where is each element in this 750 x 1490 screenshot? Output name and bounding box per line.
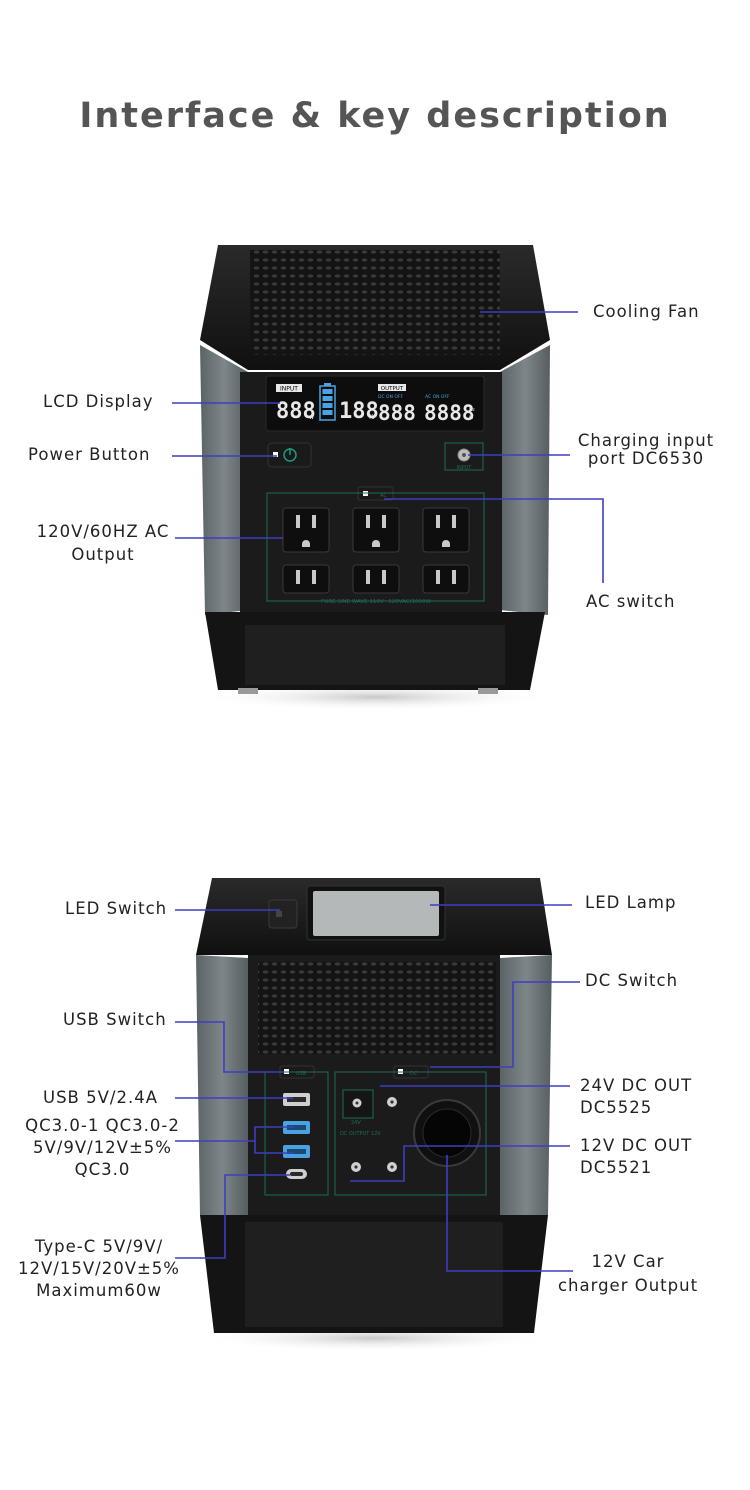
label-type-c-line3: Maximum60w <box>8 1280 190 1302</box>
back-left-side <box>196 955 248 1215</box>
front-foot-left <box>238 688 258 694</box>
dc-output-caption: DC OUTPUT 12V <box>340 1131 381 1137</box>
lcd-ac-digits: 8888 <box>424 401 475 425</box>
ac-outlet-1[interactable] <box>283 508 329 552</box>
led-switch[interactable] <box>269 900 297 928</box>
front-bottom-face <box>245 625 505 685</box>
lcd-input-unit: w <box>309 414 314 421</box>
label-12v-dc-out: 12V DC OUT DC5521 <box>580 1135 692 1179</box>
label-car-charger: 12V Car charger Output <box>550 1250 706 1298</box>
back-unit: USB DC 24V <box>194 878 554 1352</box>
label-usb-5v: USB 5V/2.4A <box>43 1087 158 1109</box>
label-charging-input: Charging input port DC6530 <box>570 430 722 470</box>
ac-outlet-3[interactable] <box>423 508 469 552</box>
lcd-battery-unit: % <box>368 413 375 421</box>
label-dc-switch: DC Switch <box>585 970 678 992</box>
ac-outlet-5[interactable] <box>353 565 399 593</box>
label-ac-output: 120V/60HZ AC Output <box>28 521 178 566</box>
label-usb-switch: USB Switch <box>63 1009 167 1031</box>
label-type-c-line2: 12V/15V/20V±5% <box>8 1258 190 1280</box>
label-car-line2: charger Output <box>550 1274 706 1298</box>
label-lcd-display: LCD Display <box>43 391 153 413</box>
label-power-button: Power Button <box>28 444 150 466</box>
ac-outlet-4[interactable] <box>283 565 329 593</box>
label-12v-line2: DC5521 <box>580 1157 692 1179</box>
label-car-line1: 12V Car <box>550 1250 706 1274</box>
lcd-output-tag: OUTPUT <box>381 386 404 392</box>
label-24v-line1: 24V DC OUT <box>580 1075 692 1097</box>
front-foot-right <box>478 688 498 694</box>
label-type-c-line1: Type-C 5V/9V/ <box>8 1236 190 1258</box>
front-right-side <box>500 345 550 615</box>
label-qc30-line2: 5V/9V/12V±5% <box>10 1137 195 1159</box>
lcd-output-digits: 888 <box>378 401 416 425</box>
lcd-input-tag: INPUT <box>280 386 298 393</box>
lcd-dc-header: DC ON OFF <box>378 394 404 400</box>
lcd-ac-header: AC ON OFF <box>425 394 450 400</box>
label-led-switch: LED Switch <box>65 898 167 920</box>
ac-outlets <box>283 508 469 593</box>
label-ac-output-line2: Output <box>28 544 178 566</box>
ac-outlet-2[interactable] <box>353 508 399 552</box>
lcd-unit-w: W <box>469 415 474 421</box>
back-right-side <box>500 955 552 1215</box>
ac-switch-tag: AC <box>380 493 387 499</box>
label-24v-dc-out: 24V DC OUT DC5525 <box>580 1075 692 1119</box>
label-type-c: Type-C 5V/9V/ 12V/15V/20V±5% Maximum60w <box>8 1236 190 1302</box>
led-lamp <box>307 886 445 940</box>
back-bottom-face <box>245 1222 503 1327</box>
input-port-label: INPUT <box>457 465 473 471</box>
label-24v-line2: DC5525 <box>580 1097 692 1119</box>
label-cooling-fan: Cooling Fan <box>593 301 700 323</box>
usb-a-port[interactable] <box>283 1093 310 1106</box>
ac-outlet-6[interactable] <box>423 565 469 593</box>
label-qc30-line1: QC3.0-1 QC3.0-2 <box>10 1115 195 1137</box>
label-charging-input-line2: port DC6530 <box>570 448 722 470</box>
back-cooling-vent <box>258 962 496 1054</box>
power-button[interactable] <box>268 443 311 467</box>
front-cooling-vent <box>250 250 500 355</box>
label-led-lamp: LED Lamp <box>585 892 676 914</box>
lcd-screen: INPUT 888 w 188 % OUTPUT DC ON OFF AC ON… <box>266 376 484 431</box>
type-c-port[interactable] <box>286 1169 307 1179</box>
qc30-port-2[interactable] <box>283 1145 310 1158</box>
label-ac-switch: AC switch <box>586 591 675 613</box>
lcd-unit-hz: Hz <box>469 407 475 413</box>
label-qc30-line3: QC3.0 <box>10 1159 195 1181</box>
label-ac-output-line1: 120V/60HZ AC <box>28 521 178 543</box>
label-qc30: QC3.0-1 QC3.0-2 5V/9V/12V±5% QC3.0 <box>10 1115 195 1181</box>
outlet-caption: PURE SINE WAVE 110V~120VAC/1000W <box>321 599 432 605</box>
dc-24v-tag: 24V <box>351 1120 361 1126</box>
label-12v-line1: 12V DC OUT <box>580 1135 692 1157</box>
front-unit: INPUT 888 w 188 % OUTPUT DC ON OFF AC ON… <box>196 245 556 711</box>
